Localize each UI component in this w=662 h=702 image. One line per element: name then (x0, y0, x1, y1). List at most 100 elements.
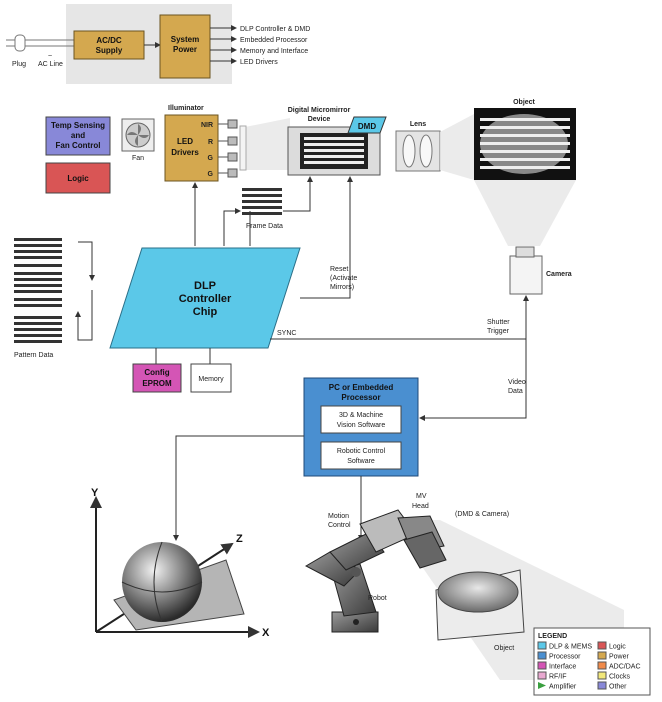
led-label-1: LED (177, 137, 193, 146)
dmd-title-1: Digital Micromirror (288, 107, 351, 114)
legend-label-6: RF/IF (549, 674, 567, 681)
object-stripes (480, 118, 570, 169)
robot-label: Robot (368, 595, 387, 602)
config-eprom-block (132, 363, 182, 393)
frame-data-stripes (242, 188, 282, 215)
system-power-label-1: System (171, 35, 199, 44)
legend-label-5: ADC/DAC (609, 664, 641, 671)
dmd-camera-label: (DMD & Camera) (455, 511, 509, 518)
legend-swatch-9 (597, 681, 607, 690)
temp-label-1: Temp Sensing (51, 121, 105, 130)
legend-swatch-4 (537, 661, 547, 670)
led-channel-nir: NIR (201, 122, 213, 129)
axis-z-label: Z (236, 533, 243, 545)
reset-label-3: Mirrors) (330, 284, 354, 291)
config-label-1: Config (144, 368, 169, 377)
dmd-tag (347, 116, 387, 134)
temp-label-3: Fan Control (56, 141, 101, 150)
plug-icon (14, 34, 26, 52)
power-output-2: Memory and Interface (240, 48, 308, 55)
legend-label-1: Logic (609, 644, 626, 651)
projection-beam (440, 114, 474, 180)
pattern-data-label: Pattern Data (14, 352, 53, 359)
config-label-2: EPROM (142, 379, 172, 388)
legend-swatch-0 (537, 641, 547, 650)
mv-head-label-1: MV (416, 493, 427, 500)
dlp-controller-chip (109, 247, 301, 349)
dmd-tag-label: DMD (358, 122, 376, 131)
shutter-label-1: Shutter (487, 319, 510, 326)
ac-line-label: AC Line (38, 61, 63, 68)
acdc-supply-block (73, 30, 145, 60)
mv-head-label-2: Head (412, 503, 429, 510)
camera-view-cone (474, 180, 576, 246)
dmd-mirror-stripes (304, 137, 364, 164)
object-bottom-label: Object (494, 645, 514, 652)
sphere-object (122, 542, 202, 622)
camera-icon (509, 255, 543, 295)
legend-swatch-2 (537, 651, 547, 660)
vision-label-2: Vision Software (337, 422, 386, 429)
legend-label-3: Power (609, 654, 630, 661)
logic-block (45, 162, 111, 194)
led-channel-g2: G (208, 171, 214, 178)
axis-y-label: Y (91, 487, 99, 499)
motion-label-1: Motion (328, 513, 349, 520)
system-power-block (159, 14, 211, 79)
acdc-label-1: AC/DC (96, 36, 122, 45)
power-output-0: DLP Controller & DMD (240, 26, 310, 33)
reset-label-1: Reset (330, 266, 348, 273)
legend-swatch-1 (597, 641, 607, 650)
axis-x-label: X (262, 627, 270, 639)
memory-block (190, 363, 232, 393)
vision-label-1: 3D & Machine (339, 412, 383, 419)
acdc-label-2: Supply (96, 46, 123, 55)
video-label-2: Data (508, 388, 523, 395)
power-output-1: Embedded Processor (240, 37, 308, 44)
condenser-lens-icon (239, 125, 247, 171)
sync-label: SYNC (277, 330, 296, 337)
legend-swatch-7 (597, 671, 607, 680)
lens-label: Lens (410, 121, 426, 128)
legend-label-7: Clocks (609, 674, 631, 681)
bowl-object (437, 571, 519, 613)
led-emitters-icon (218, 119, 238, 178)
memory-label: Memory (198, 376, 224, 383)
legend-swatch-6 (537, 671, 547, 680)
legend-label-0: DLP & MEMS (549, 644, 592, 651)
legend-swatch-5 (597, 661, 607, 670)
logic-label: Logic (67, 174, 89, 183)
led-drivers-block (164, 114, 219, 182)
shutter-label-2: Trigger (487, 328, 510, 335)
controller-label-2: Controller (179, 293, 232, 305)
motion-label-2: Control (328, 522, 351, 529)
illuminator-label: Illuminator (168, 105, 204, 112)
light-beam (240, 118, 290, 170)
reset-label-2: (Activate (330, 275, 357, 282)
temp-label-2: and (71, 131, 85, 140)
pc-label-2: Processor (341, 393, 380, 402)
legend-title: LEGEND (538, 633, 567, 640)
ac-wave-icon: ~ (48, 53, 52, 60)
robotic-label-1: Robotic Control (337, 448, 386, 455)
frame-data-label: Frame Data (246, 223, 283, 230)
temp-sensing-block (45, 116, 111, 156)
camera-label: Camera (546, 271, 572, 278)
legend-label-2: Processor (549, 654, 581, 661)
pc-label-1: PC or Embedded (329, 383, 394, 392)
controller-label-1: DLP (194, 280, 216, 292)
led-channel-g1: G (208, 155, 214, 162)
dmd-title-2: Device (308, 116, 331, 123)
robot-arm-icon (304, 509, 447, 633)
plug-label: Plug (12, 61, 26, 68)
controller-label-3: Chip (193, 306, 218, 318)
legend-label-8: Amplifier (549, 684, 577, 691)
object-top-label: Object (513, 99, 535, 106)
system-power-label-2: Power (173, 45, 197, 54)
robotic-software-block (320, 441, 402, 470)
fan-label: Fan (132, 155, 144, 162)
legend-label-9: Other (609, 684, 627, 691)
power-output-3: LED Drivers (240, 59, 278, 66)
